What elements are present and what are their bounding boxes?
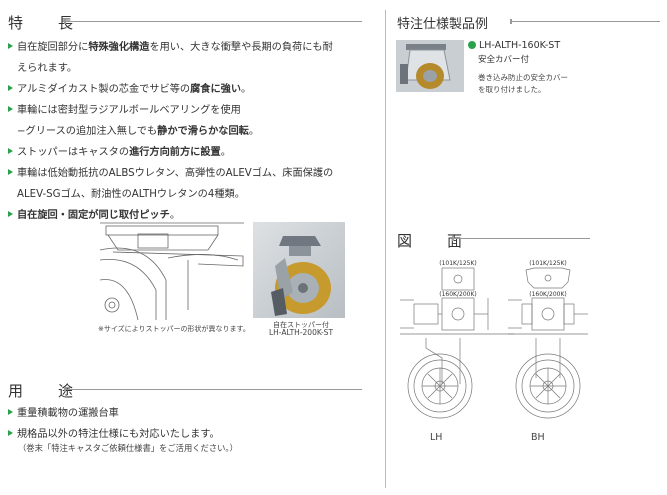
lh-tag-bottom: (160K/200K) [439, 291, 476, 298]
photo-caption-line1: 自在ストッパー付 [273, 321, 329, 329]
usage-note: （巻末「特注キャスタご依頼仕様書」をご活用ください。） [18, 443, 238, 453]
features-rule [64, 19, 362, 24]
features-list: 自在旋回部分に特殊強化構造を用い、大きな衝撃や長期の負荷にも耐 えられます。 ア… [8, 37, 333, 226]
feature-item-6: 自在旋回・固定が同じ取付ピッチ。 [8, 205, 333, 226]
special-photo [396, 40, 464, 92]
feature-item-1-cont: えられます。 [17, 63, 78, 74]
bullet-icon [8, 409, 13, 415]
special-desc-2: を取り付けました。 [478, 85, 546, 94]
caster-photo [253, 222, 345, 318]
bullet-icon [8, 85, 13, 91]
bullet-icon [8, 43, 13, 49]
figure-note: ※サイズによりストッパーの形状が異なります。 [98, 325, 250, 333]
column-divider [385, 10, 386, 488]
label-lh: LH [430, 432, 443, 443]
drawing-title: 図 面 [397, 232, 473, 250]
special-subtitle: 安全カバー付 [478, 55, 530, 65]
usage-title: 用 途 [8, 382, 84, 400]
drawing-rule [452, 236, 590, 241]
special-rule [510, 19, 660, 24]
stopper-drawing [99, 222, 244, 321]
feature-item-4: ストッパーはキャスタの進行方向前方に設置。 [8, 142, 333, 163]
feature-item-2: アルミダイカスト製の芯金でサビ等の腐食に強い。 [8, 79, 333, 100]
usage-list: 重量積載物の運搬台車 規格品以外の特注仕様にも対応いたします。 [8, 403, 220, 445]
special-model: LH-ALTH-160K-ST [479, 40, 561, 51]
bullet-icon [8, 148, 13, 154]
bullet-icon [8, 211, 13, 217]
bullet-icon [8, 169, 13, 175]
label-bh: BH [531, 432, 545, 443]
feature-item-5-cont: ALEV-SGゴム、耐油性のALTHウレタンの4種類。 [17, 189, 245, 200]
photo-caption-line2: LH-ALTH-200K-ST [268, 328, 334, 337]
feature-item-5: 車輪は低始動抵抗のALBSウレタン、高弾性のALEVゴム、床面保護の [8, 163, 333, 184]
lh-drawing: (101K/125K) (160K/200K) [400, 260, 514, 419]
special-model-line: LH-ALTH-160K-ST [468, 40, 560, 51]
usage-item-2: 規格品以外の特注仕様にも対応いたします。 [8, 424, 220, 445]
special-desc-1: 巻き込み防止の安全カバー [478, 73, 568, 82]
green-dot-icon [468, 41, 476, 49]
usage-item-1: 重量積載物の運搬台車 [8, 403, 220, 424]
bh-tag-top: (101K/125K) [529, 260, 566, 267]
usage-rule [64, 387, 362, 392]
feature-item-3: 車輪には密封型ラジアルボールベアリングを使用 [8, 100, 333, 121]
features-title: 特 長 [8, 14, 84, 32]
feature-item-1: 自在旋回部分に特殊強化構造を用い、大きな衝撃や長期の負荷にも耐 [8, 37, 333, 58]
feature-item-3-cont: −グリースの追加注入無しでも静かで滑らかな回転。 [17, 126, 260, 137]
special-title: 特注仕様製品例 [397, 17, 489, 32]
bullet-icon [8, 106, 13, 112]
bh-tag-bottom: (160K/200K) [529, 291, 566, 298]
bh-drawing: (101K/125K) (160K/200K) [508, 260, 588, 419]
lh-tag-top: (101K/125K) [439, 260, 476, 267]
bullet-icon [8, 430, 13, 436]
